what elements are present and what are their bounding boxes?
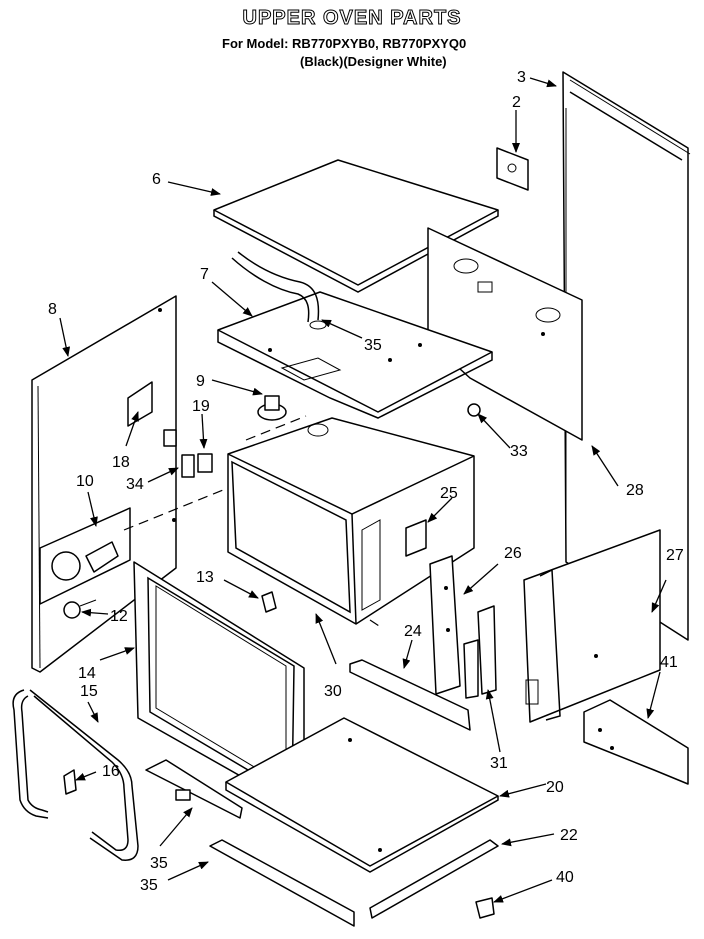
right-side-panel-part [523, 529, 661, 723]
page-title: UPPER OVEN PARTS [243, 7, 462, 29]
door-gasket-part [12, 689, 139, 861]
callout-31: 34 [126, 476, 144, 493]
bracket-part-23 [405, 519, 427, 557]
callout-14: 14 [78, 665, 96, 682]
callout-17: 18 [112, 454, 130, 471]
bar-part-33 [145, 759, 243, 819]
switch-part-31 [181, 454, 195, 478]
callout-22: 24 [404, 623, 422, 640]
clip-part-13 [261, 591, 277, 613]
light-socket-part-10 [39, 507, 131, 605]
bottom-panel-part [225, 717, 499, 873]
connector-part-9 [257, 395, 287, 421]
callout-33: 35 [150, 855, 168, 872]
callout-28: 31 [490, 755, 508, 772]
vent-tray-part-7 [217, 291, 493, 419]
callout-41: 41 [660, 654, 678, 671]
trim-strip-part-20 [369, 839, 499, 919]
plug-part-30 [467, 403, 481, 417]
callout-34: 35 [140, 877, 158, 894]
light-bulb-part-12 [63, 599, 97, 619]
callout-35: 35 [364, 337, 382, 354]
callout-3: 3 [517, 69, 526, 86]
trim-strip-part-34 [209, 839, 355, 927]
bracket-part-40 [475, 897, 495, 919]
wire-dash-3 [369, 619, 383, 629]
callout-25: 27 [666, 547, 684, 564]
oven-cavity-part [227, 417, 475, 625]
callout-20: 22 [560, 827, 578, 844]
color-line: (Black)(Designer White) [300, 54, 447, 69]
leader-arrows [59, 77, 667, 903]
callout-16: 16 [102, 763, 120, 780]
callout-8: 8 [48, 301, 57, 318]
wire-dash-1 [123, 487, 229, 531]
callout-15: 15 [80, 683, 98, 700]
callout-2: 2 [512, 94, 521, 111]
wire-dash-2 [245, 415, 307, 441]
callout-30: 33 [510, 443, 528, 460]
callout-13: 13 [196, 569, 214, 586]
callout-12: 12 [110, 608, 128, 625]
callout-19: 20 [546, 779, 564, 796]
callout-18: 19 [192, 398, 210, 415]
callout-23: 25 [440, 485, 458, 502]
channel-part-24 [429, 555, 461, 695]
bracket-part-41 [583, 699, 689, 785]
rail-part-22 [349, 659, 471, 731]
callout-26: 28 [626, 482, 644, 499]
bracket-part-2 [496, 147, 529, 191]
callout-40: 40 [556, 869, 574, 886]
callout-labels: 3 2 6 7 8 35 9 19 18 33 34 10 25 28 26 2… [48, 69, 684, 894]
callout-10: 10 [76, 473, 94, 490]
callout-6: 6 [152, 171, 161, 188]
side-panel-part-26 [427, 227, 583, 441]
callout-7: 7 [200, 266, 209, 283]
top-panel-part [213, 159, 499, 293]
callout-24: 26 [504, 545, 522, 562]
callout-9: 9 [196, 373, 205, 390]
clip-part-16 [63, 769, 77, 795]
callout-27: 30 [324, 683, 342, 700]
hinge-part-28 [463, 605, 497, 699]
model-line: For Model: RB770PXYB0, RB770PXYQ0 [222, 36, 466, 51]
switch-part-18 [163, 429, 213, 473]
